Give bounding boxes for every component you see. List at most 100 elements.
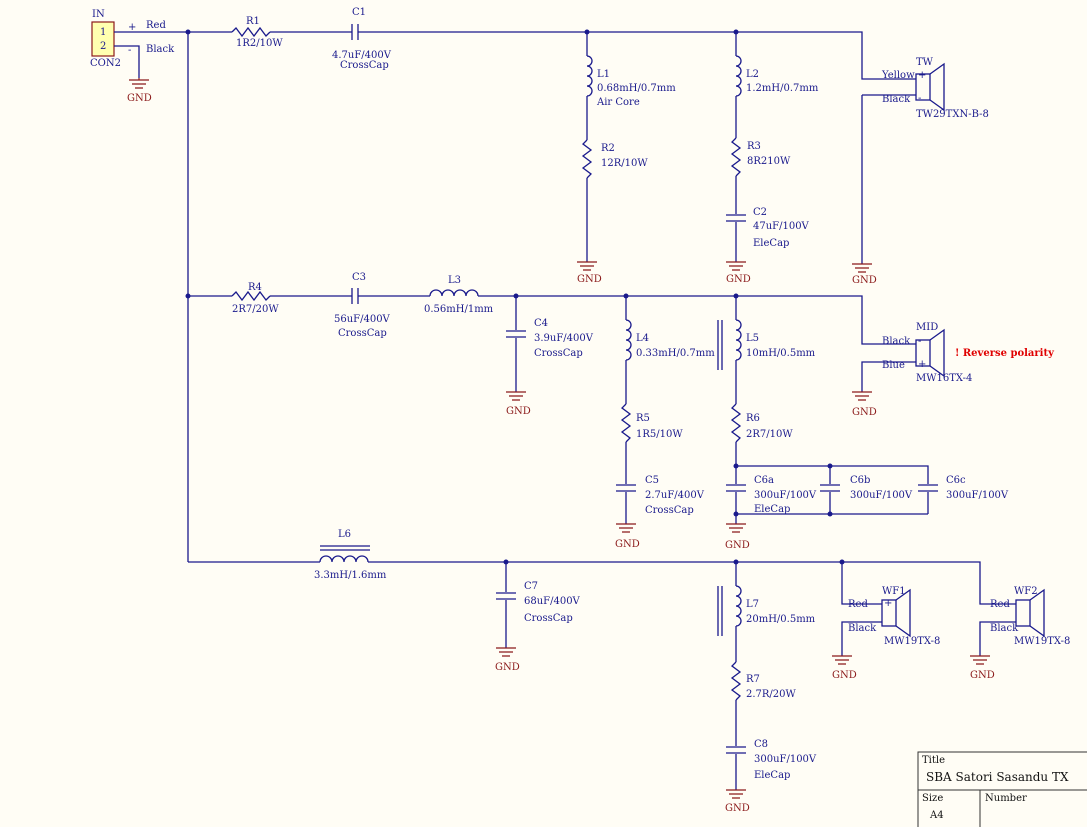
svg-text:Air Core: Air Core bbox=[596, 97, 640, 108]
svg-text:C6c: C6c bbox=[946, 475, 966, 486]
speaker-wf1: WF1 + - Red Black MW19TX-8 bbox=[848, 586, 940, 647]
svg-text:GND: GND bbox=[725, 803, 750, 814]
capacitor-c8: C8 300uF/100V EleCap bbox=[726, 739, 817, 781]
speaker-mid: MID - + Black Blue MW16TX-4 ! Reverse po… bbox=[882, 322, 1055, 384]
svg-text:Size: Size bbox=[922, 793, 943, 804]
svg-text:3.9uF/400V: 3.9uF/400V bbox=[534, 333, 594, 344]
connector-con2: IN 1 2 CON2 + - Red Black bbox=[90, 9, 175, 69]
svg-text:L1: L1 bbox=[597, 69, 610, 80]
title-block: Title SBA Satori Sasandu TX Size A4 Numb… bbox=[917, 751, 1087, 827]
svg-text:C6b: C6b bbox=[850, 475, 870, 486]
svg-text:Blue: Blue bbox=[882, 360, 905, 371]
gnd-symbol: GND bbox=[852, 263, 877, 286]
gnd-symbol: GND bbox=[970, 655, 995, 681]
svg-text:Number: Number bbox=[985, 793, 1027, 804]
svg-text:GND: GND bbox=[506, 406, 531, 417]
svg-text:0.33mH/0.7mm: 0.33mH/0.7mm bbox=[636, 348, 715, 359]
svg-text:10mH/0.5mm: 10mH/0.5mm bbox=[746, 348, 816, 359]
svg-text:R5: R5 bbox=[636, 413, 650, 424]
capacitor-c5: C5 2.7uF/400V CrossCap bbox=[616, 475, 705, 516]
svg-text:Red: Red bbox=[990, 599, 1010, 610]
gnd-symbol: GND bbox=[725, 523, 750, 551]
svg-text:EleCap: EleCap bbox=[754, 770, 790, 781]
svg-text:L3: L3 bbox=[448, 275, 461, 286]
svg-text:4.7uF/400V: 4.7uF/400V bbox=[332, 50, 392, 61]
svg-text:MW19TX-8: MW19TX-8 bbox=[1014, 636, 1070, 647]
svg-text:12R/10W: 12R/10W bbox=[601, 158, 648, 169]
connector-minus-wire: Black bbox=[146, 44, 175, 55]
svg-text:C7: C7 bbox=[524, 581, 538, 592]
svg-text:3.3mH/1.6mm: 3.3mH/1.6mm bbox=[314, 570, 387, 581]
inductor-l5: L5 10mH/0.5mm bbox=[717, 319, 816, 370]
svg-text:0.56mH/1mm: 0.56mH/1mm bbox=[424, 304, 494, 315]
junction-dot bbox=[827, 463, 833, 469]
svg-text:300uF/100V: 300uF/100V bbox=[754, 754, 817, 765]
connector-plus: + bbox=[128, 22, 136, 33]
svg-text:+: + bbox=[918, 70, 926, 81]
svg-text:L6: L6 bbox=[338, 529, 351, 540]
gnd-symbol: GND bbox=[726, 261, 751, 285]
svg-text:GND: GND bbox=[615, 539, 640, 550]
svg-text:2.7uF/400V: 2.7uF/400V bbox=[645, 490, 705, 501]
svg-text:GND: GND bbox=[852, 407, 877, 418]
svg-text:CrossCap: CrossCap bbox=[534, 348, 583, 359]
svg-text:300uF/100V: 300uF/100V bbox=[754, 490, 817, 501]
svg-text:47uF/100V: 47uF/100V bbox=[753, 221, 810, 232]
svg-text:+: + bbox=[884, 598, 892, 609]
svg-text:C4: C4 bbox=[534, 318, 548, 329]
capacitor-c7: C7 68uF/400V CrossCap bbox=[496, 581, 581, 624]
gnd-symbol: GND bbox=[577, 261, 602, 285]
svg-text:C8: C8 bbox=[754, 739, 768, 750]
gnd-symbol: GND bbox=[832, 655, 857, 681]
connector-pin2: 2 bbox=[100, 41, 106, 52]
inductor-l1: L1 0.68mH/0.7mm Air Core bbox=[586, 55, 676, 108]
svg-text:1R2/10W: 1R2/10W bbox=[236, 38, 283, 49]
junction-dot bbox=[827, 511, 833, 517]
svg-text:CrossCap: CrossCap bbox=[645, 505, 694, 516]
svg-text:MID: MID bbox=[916, 322, 938, 333]
capacitor-c1: C1 4.7uF/400V CrossCap bbox=[332, 7, 392, 71]
resistor-r1: R1 1R2/10W bbox=[231, 16, 283, 49]
junction-dot bbox=[185, 29, 191, 35]
reverse-polarity-warning: ! Reverse polarity bbox=[955, 348, 1055, 359]
svg-text:2R7/10W: 2R7/10W bbox=[746, 429, 793, 440]
gnd-symbol: GND bbox=[495, 647, 520, 673]
svg-text:TW: TW bbox=[916, 57, 934, 68]
resistor-r3: R3 8R210W bbox=[730, 137, 791, 177]
svg-text:-: - bbox=[918, 336, 921, 347]
gnd-symbol: GND bbox=[506, 391, 531, 417]
svg-text:8R210W: 8R210W bbox=[747, 156, 791, 167]
title-text: SBA Satori Sasandu TX bbox=[926, 770, 1069, 784]
inductor-l7: L7 20mH/0.5mm bbox=[717, 585, 816, 636]
svg-text:Black: Black bbox=[882, 94, 911, 105]
inductor-l3: L3 0.56mH/1mm bbox=[424, 275, 494, 315]
svg-text:C3: C3 bbox=[352, 272, 366, 283]
svg-text:TW29TXN-B-8: TW29TXN-B-8 bbox=[916, 109, 989, 120]
svg-text:Black: Black bbox=[848, 623, 877, 634]
connector-value: CON2 bbox=[90, 58, 121, 69]
resistor-r2: R2 12R/10W bbox=[581, 139, 648, 179]
speaker-tw: TW + - Yellow Black TW29TXN-B-8 bbox=[881, 57, 989, 120]
svg-text:GND: GND bbox=[970, 670, 995, 681]
resistor-r7: R7 2.7R/20W bbox=[730, 661, 797, 701]
svg-text:C6a: C6a bbox=[754, 475, 774, 486]
svg-text:L2: L2 bbox=[746, 69, 759, 80]
svg-text:R1: R1 bbox=[246, 16, 260, 27]
svg-text:EleCap: EleCap bbox=[753, 238, 789, 249]
svg-text:GND: GND bbox=[725, 540, 750, 551]
resistor-r4: R4 2R7/20W bbox=[231, 282, 279, 315]
svg-text:Red: Red bbox=[848, 599, 868, 610]
svg-text:GND: GND bbox=[832, 670, 857, 681]
junction-dot bbox=[839, 559, 845, 565]
inductor-l6: L6 3.3mH/1.6mm bbox=[314, 529, 387, 581]
svg-text:2.7R/20W: 2.7R/20W bbox=[746, 689, 797, 700]
capacitor-c6b: C6b 300uF/100V bbox=[820, 475, 913, 501]
svg-text:1.2mH/0.7mm: 1.2mH/0.7mm bbox=[746, 83, 819, 94]
inductor-l2: L2 1.2mH/0.7mm bbox=[735, 55, 819, 97]
svg-text:R7: R7 bbox=[746, 674, 760, 685]
svg-text:C1: C1 bbox=[352, 7, 366, 18]
svg-text:Black: Black bbox=[990, 623, 1019, 634]
svg-text:20mH/0.5mm: 20mH/0.5mm bbox=[746, 614, 816, 625]
svg-text:-: - bbox=[884, 621, 887, 632]
